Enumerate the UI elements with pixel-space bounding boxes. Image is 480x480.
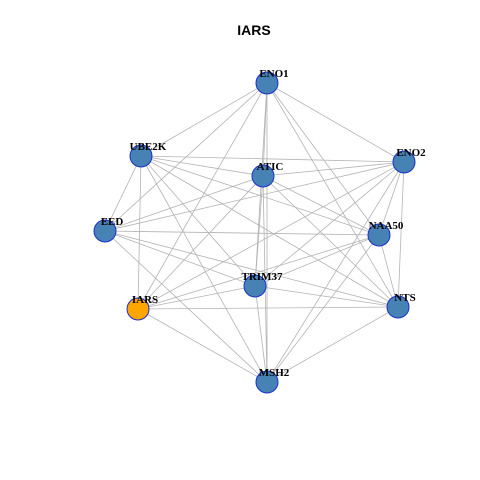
node-eed [93,219,117,243]
edge-eno1-eno2 [266,82,405,163]
edge-trim37-msh2 [254,285,268,383]
edge-eed-nts [104,230,399,308]
edge-eno1-ube2k [140,82,268,157]
node-label-iars: IARS [132,294,158,306]
node-ube2k [129,144,153,168]
node-label-eno1: ENO1 [259,68,288,80]
edge-trim37-iars [137,285,256,310]
edge-ube2k-eed [104,155,142,232]
diagram-title: IARS [237,22,270,38]
edge-atic-eno2 [262,161,405,177]
edge-naa50-nts [378,234,399,308]
edge-eed-trim37 [104,230,256,287]
edge-ube2k-msh2 [140,155,268,383]
edge-eno2-nts [397,161,405,308]
edge-eed-msh2 [104,230,268,383]
edge-ube2k-atic [140,155,264,177]
edge-ube2k-eno2 [140,155,405,163]
edge-naa50-trim37 [254,234,380,287]
edge-naa50-msh2 [266,234,380,383]
node-label-eed: EED [101,216,124,228]
edge-eno1-nts [266,82,399,308]
node-naa50 [367,223,391,247]
node-msh2 [255,370,279,394]
node-label-msh2: MSH2 [259,367,290,379]
edge-iars-nts [137,306,399,310]
edge-eno1-naa50 [266,82,380,236]
edge-atic-nts [262,175,399,308]
node-label-atic: ATIC [257,161,284,173]
node-iars [126,297,150,321]
nodes-layer [93,71,416,394]
node-nts [386,295,410,319]
edge-naa50-iars [137,234,380,310]
edge-eno2-iars [137,161,405,310]
edge-atic-eed [104,175,264,232]
edge-ube2k-nts [140,155,399,308]
edge-eno1-iars [137,82,268,310]
node-atic [251,164,275,188]
edge-atic-trim37 [254,175,264,287]
edge-ube2k-trim37 [140,155,256,287]
node-label-ube2k: UBE2K [130,141,167,153]
node-label-eno2: ENO2 [396,147,426,159]
edge-iars-msh2 [137,308,268,383]
node-eno2 [392,150,416,174]
edge-eed-naa50 [104,230,380,236]
node-eno1 [255,71,279,95]
edge-atic-naa50 [262,175,380,236]
node-label-trim37: TRIM37 [242,271,283,283]
node-label-naa50: NAA50 [369,220,404,232]
edges-layer [104,82,405,383]
node-label-nts: NTS [394,292,415,304]
edge-eno2-eed [104,161,405,232]
edge-atic-iars [137,175,264,310]
edge-eno2-naa50 [378,161,405,236]
edge-ube2k-iars [137,155,142,310]
node-trim37 [243,274,267,298]
edge-atic-msh2 [262,175,268,383]
edge-nts-msh2 [266,306,399,383]
edge-eno2-msh2 [266,161,405,383]
edge-trim37-nts [254,285,399,308]
